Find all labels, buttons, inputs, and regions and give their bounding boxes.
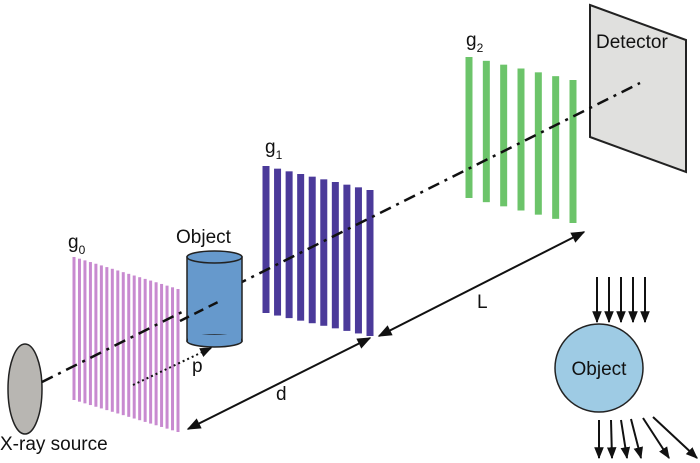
grating-bar	[297, 174, 305, 321]
grating-g1-label: g1	[265, 137, 283, 162]
grating-bar	[121, 272, 125, 416]
grating-bar	[500, 64, 508, 207]
grating-bar	[83, 260, 87, 404]
distance-p-label: p	[192, 356, 203, 377]
scatter-object-circle	[554, 323, 644, 413]
grating-bar	[343, 184, 351, 331]
grating-bar	[165, 285, 169, 429]
grating-g2-label: g2	[466, 30, 484, 55]
detector-label: Detector	[596, 32, 668, 53]
ray-arrow	[630, 418, 643, 460]
grating-bar	[274, 168, 282, 316]
grating-bar	[285, 171, 293, 319]
grating-bar	[99, 265, 103, 409]
xray-source-label: X-ray source	[0, 434, 108, 455]
grating-bar	[138, 277, 142, 421]
grating-bar	[552, 76, 560, 219]
grating-g0-label: g0	[68, 232, 86, 257]
grating-bar	[320, 179, 328, 326]
grating-bar	[143, 278, 147, 422]
grating-bar	[127, 273, 131, 417]
grating-bar	[94, 263, 98, 407]
grating-bar	[105, 267, 109, 411]
grating-g2	[465, 57, 577, 223]
distance-d-label: d	[276, 384, 287, 405]
object-cylinder	[186, 250, 243, 348]
ray-arrow	[606, 419, 617, 460]
beam-axis	[41, 81, 641, 384]
distance-d-arrow	[186, 337, 372, 430]
grating-bar	[331, 182, 339, 329]
grating-bar	[116, 270, 120, 414]
grating-bar	[465, 57, 473, 198]
grating-bar	[110, 268, 114, 412]
grating-bar	[517, 68, 525, 211]
xray-source	[7, 343, 43, 435]
distance-L-arrow	[377, 231, 586, 337]
ray-arrow	[620, 419, 631, 460]
grating-bar	[366, 190, 374, 336]
grating-bar	[171, 287, 175, 431]
ray-arrow	[642, 417, 670, 460]
object-label: Object	[176, 227, 232, 248]
scatter-object-label: Object	[572, 359, 628, 380]
grating-bar	[77, 258, 81, 402]
grating-bar	[88, 262, 92, 406]
grating-bar	[160, 283, 164, 427]
grating-bar	[154, 282, 158, 426]
grating-bar	[262, 166, 270, 313]
outgoing-rays	[594, 416, 698, 460]
incoming-rays	[592, 277, 650, 324]
grating-bar	[132, 275, 136, 419]
grating-bar	[569, 80, 577, 223]
detector-panel	[589, 3, 687, 174]
distance-L-label: L	[477, 292, 488, 313]
grating-bar	[176, 289, 180, 432]
grating-bar	[482, 60, 490, 203]
grating-bar	[72, 257, 76, 400]
beam-through-object	[179, 298, 223, 323]
grating-g0	[72, 257, 180, 432]
ray-arrow	[652, 416, 698, 459]
grating-g1	[262, 166, 374, 336]
grating-bar	[149, 280, 153, 424]
grating-bar	[308, 176, 316, 324]
grating-bar	[534, 72, 542, 215]
grating-bar	[354, 187, 362, 334]
